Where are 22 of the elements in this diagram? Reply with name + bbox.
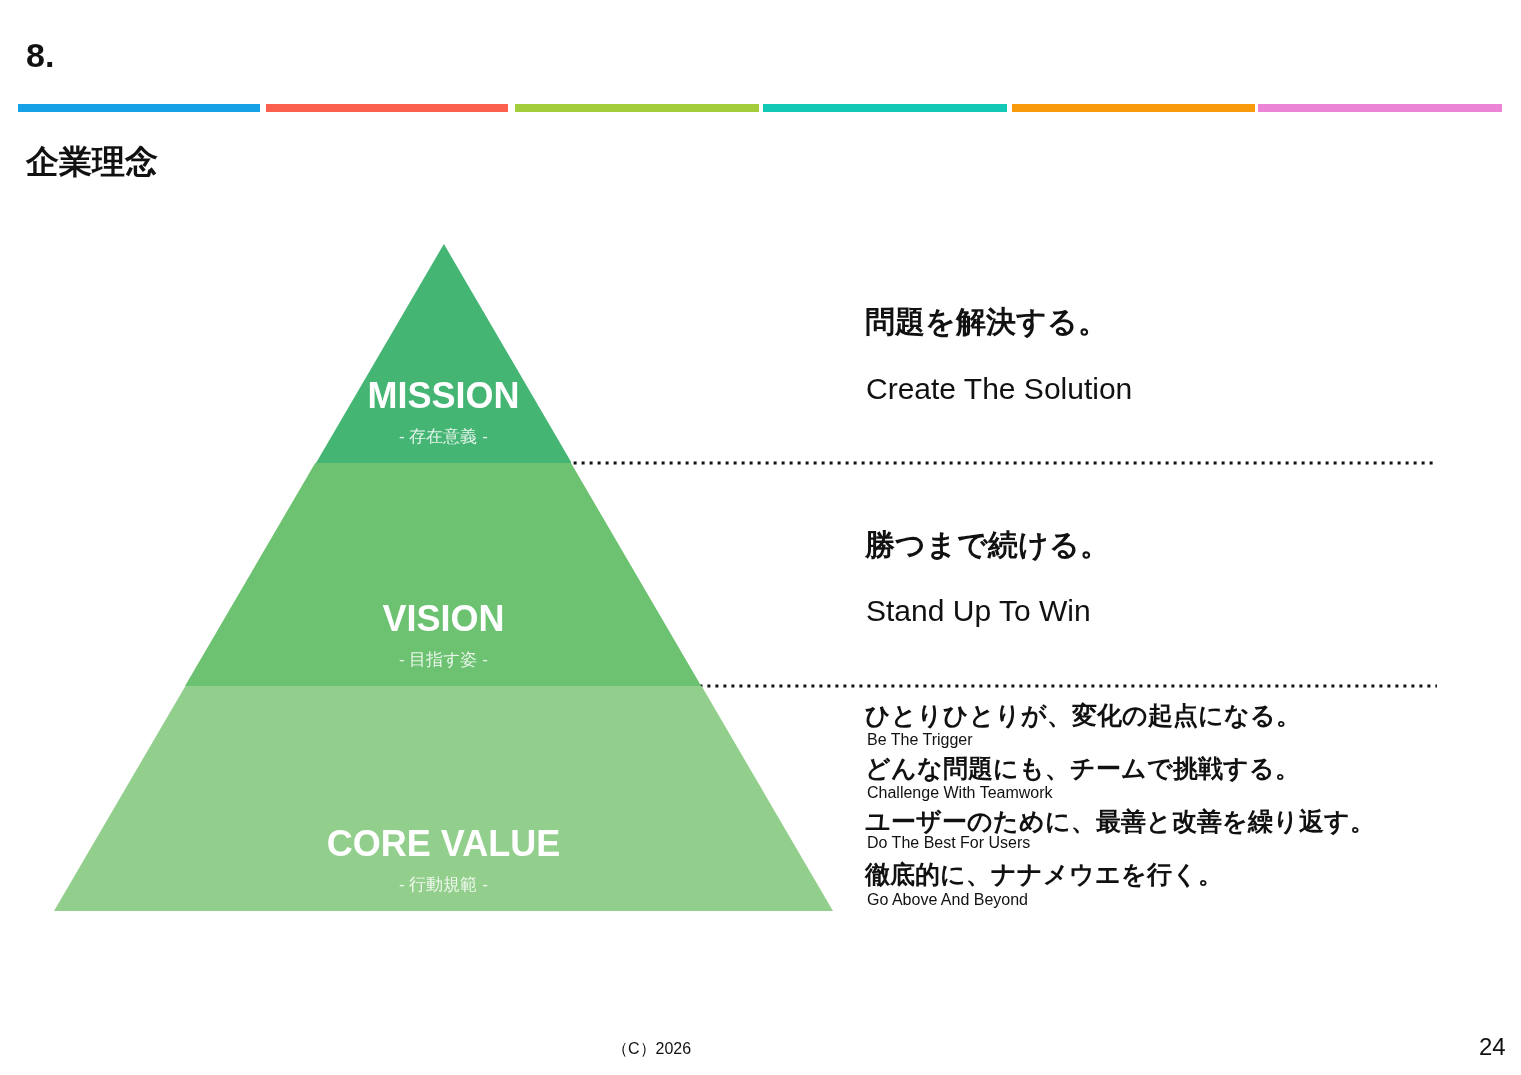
page-title: 8.: [26, 36, 55, 75]
statement-heading: 勝つまで続ける。: [865, 528, 1110, 563]
tier-title: MISSION: [366, 375, 521, 417]
tier-subtitle: - 目指す姿 -: [398, 649, 489, 671]
value-text: Do The Best For Users: [867, 834, 1031, 853]
tier-subtitle: - 行動規範 -: [398, 874, 489, 896]
value-heading: 徹底的に、ナナメウエを行く。: [865, 860, 1223, 889]
value-text: Go Above And Beyond: [867, 891, 1028, 910]
statement-text: Stand Up To Win: [866, 594, 1091, 629]
page-number: 24: [1479, 1033, 1506, 1061]
value-heading: ユーザーのために、最善と改善を繰り返す。: [865, 807, 1375, 836]
value-text: Challenge With Teamwork: [867, 784, 1053, 803]
value-text: Be The Trigger: [867, 731, 973, 750]
section-heading: 企業理念: [26, 143, 158, 181]
statement-heading: 問題を解決する。: [865, 305, 1108, 340]
value-heading: どんな問題にも、チームで挑戦する。: [865, 754, 1300, 783]
value-heading: ひとりひとりが、変化の起点になる。: [865, 701, 1301, 730]
tier-title: VISION: [381, 598, 506, 640]
statement-text: Create The Solution: [866, 372, 1133, 407]
tier-subtitle: - 存在意義 -: [398, 426, 489, 448]
tier-title: CORE VALUE: [325, 823, 562, 865]
copyright-text: （C）2026: [612, 1040, 692, 1059]
